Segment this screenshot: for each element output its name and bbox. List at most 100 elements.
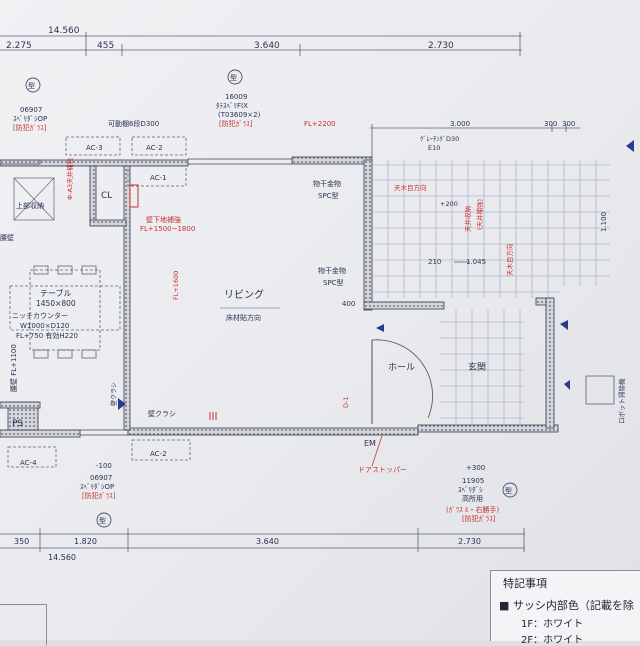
- wall-clear-label: 壁クラシ: [110, 382, 118, 406]
- svg-text:-100: -100: [96, 462, 112, 470]
- dim-3000: 3.000: [450, 120, 470, 128]
- overhead-storage-label: 上部収納: [16, 201, 44, 210]
- special-notes-box: 特記事項 ■ サッシ内部色（記載を除 1F：ホワイト 2F：ホワイト: [490, 570, 640, 646]
- notes-line-1f: 1F：ホワイト: [521, 619, 584, 630]
- bottom-dim-3: 3.640: [256, 537, 279, 546]
- waist-wall-fl: 腰壁 FL+1100: [9, 344, 18, 392]
- notes-title: 特記事項: [503, 577, 547, 590]
- hanger-top-label: 物干金物: [313, 179, 341, 188]
- svg-text:型: 型: [505, 486, 512, 495]
- window-callout-bottom-right: +300 11905 ｽﾍﾞﾘﾀﾞｼ 高所用 (ｶﾞﾗｽ ﾙ・右勝手) [防犯ｶ…: [446, 464, 518, 523]
- window-callout-top-left: 型 06907 ｽﾍﾞﾘﾀﾞｼOP [防犯ｶﾞﾗｽ]: [13, 77, 47, 132]
- gutter-label: ｸﾞﾚｰﾁﾝｸﾞD30: [420, 135, 459, 143]
- svg-text:型: 型: [230, 73, 237, 82]
- upper-storage-box: [13, 177, 55, 221]
- hanger-top-type: SPC型: [318, 191, 339, 200]
- entrance-label: 玄関: [468, 361, 486, 373]
- bottom-dim-1: 350: [14, 537, 29, 546]
- entrance-tile-grid: [440, 310, 525, 424]
- svg-text:(ｶﾞﾗｽ ﾙ・右勝手): (ｶﾞﾗｽ ﾙ・右勝手): [446, 505, 499, 514]
- plus200-label: +200: [440, 200, 458, 208]
- top-dimensions: [0, 32, 522, 56]
- svg-text:[防犯ｶﾞﾗｽ]: [防犯ｶﾞﾗｽ]: [13, 123, 47, 132]
- ac4-label: AC-4: [20, 459, 37, 467]
- svg-text:[防犯ｶﾞﾗｽ]: [防犯ｶﾞﾗｽ]: [82, 491, 116, 500]
- dim-210: 210: [428, 258, 441, 266]
- ceiling-reinforce-label: Φ-A3天井補強: [65, 157, 74, 200]
- svg-text:1450×800: 1450×800: [36, 299, 76, 308]
- bottom-dim-2: 1.820: [74, 537, 97, 546]
- svg-text:16009: 16009: [225, 93, 247, 101]
- svg-text:+300: +300: [466, 464, 485, 472]
- top-dim-4: 2.730: [428, 41, 454, 51]
- ac2-bottom-label: AC-2: [150, 450, 167, 458]
- top-dim-1: 2.275: [6, 41, 32, 51]
- cl-label: CL: [101, 191, 112, 201]
- exterior-walls: [0, 156, 559, 438]
- wood-dir-1: 天木目方向: [394, 183, 427, 192]
- fl2200-label: FL+2200: [304, 120, 336, 128]
- right-1100-dim: 1.100: [600, 212, 608, 232]
- ceiling-storage-note: 天井収納: [463, 206, 472, 232]
- floor-ticks: [209, 412, 217, 420]
- svg-text:W1000×D120: W1000×D120: [20, 322, 69, 330]
- svg-text:[防犯ｶﾞﾗｽ]: [防犯ｶﾞﾗｽ]: [219, 119, 253, 128]
- ps-label: PS: [12, 419, 23, 429]
- svg-text:ｽﾍﾞﾘﾀﾞｼOP: ｽﾍﾞﾘﾀﾞｼOP: [80, 483, 114, 491]
- door-stopper-label: ドアストッパー: [358, 466, 407, 474]
- movable-shelf-label: 可動棚6段D300: [108, 119, 159, 128]
- svg-text:型: 型: [99, 516, 106, 525]
- dim-300a: 300: [544, 120, 557, 128]
- kakiguchi-label: 壁クラシ: [148, 409, 176, 418]
- svg-text:(T03609×2): (T03609×2): [218, 111, 261, 119]
- top-dim-2: 455: [97, 41, 114, 51]
- hanger-mid-label: 物干金物: [318, 266, 346, 275]
- waist-wall-top: 腰壁: [0, 233, 14, 242]
- living-ceiling-note: FL+1600: [172, 271, 180, 300]
- bottom-dimensions: [0, 528, 525, 552]
- svg-text:FL+750 有効H220: FL+750 有効H220: [16, 331, 78, 340]
- wall-reinforce-fl: FL+1500~1800: [140, 225, 195, 233]
- ac2-top-label: AC-2: [146, 144, 163, 152]
- hall-label: ホール: [388, 362, 415, 373]
- svg-text:ｽﾍﾞﾘﾀﾞｼOP: ｽﾍﾞﾘﾀﾞｼOP: [13, 115, 47, 123]
- d1-label: D-1: [342, 397, 350, 409]
- door-swing: [371, 339, 433, 419]
- svg-text:06907: 06907: [90, 474, 112, 482]
- bottom-total-dim: 14.560: [48, 553, 76, 562]
- wall-reinforce-label: 壁下地補強: [146, 215, 181, 224]
- floor-direction-label: 床材貼方向: [226, 313, 261, 322]
- svg-text:[防犯ｶﾞﾗｽ]: [防犯ｶﾞﾗｽ]: [462, 514, 496, 523]
- e10-label: E10: [428, 144, 440, 152]
- svg-text:06907: 06907: [20, 106, 42, 114]
- notes-line-sash: ■ サッシ内部色（記載を除: [499, 599, 634, 612]
- window-openings: [0, 158, 293, 436]
- window-callout-top-center: 型 16009 ﾀﾃｽﾍﾞﾘFIX (T03609×2) [防犯ｶﾞﾗｽ]: [216, 69, 261, 128]
- right-top-dimensions: [370, 124, 580, 160]
- section-markers: [118, 140, 634, 410]
- svg-text:ﾀﾃｽﾍﾞﾘFIX: ﾀﾃｽﾍﾞﾘFIX: [216, 102, 248, 110]
- bottom-dim-4: 2.730: [458, 537, 481, 546]
- dining-chairs: [33, 265, 97, 359]
- ac1-label: AC-1: [150, 174, 167, 182]
- ac-units: [7, 136, 191, 468]
- top-total-dim: 14.560: [48, 26, 80, 36]
- svg-text:ニッチカウンター: ニッチカウンター: [12, 311, 68, 320]
- living-room-label: リビング: [224, 288, 264, 301]
- notes-line-2f: 2F：ホワイト: [521, 635, 584, 646]
- window-callout-bottom-left: -100 06907 ｽﾍﾞﾘﾀﾞｼOP [防犯ｶﾞﾗｽ] 型: [80, 462, 116, 528]
- dining-table: テーブル 1450×800 ニッチカウンター W1000×D120 FL+750…: [12, 288, 78, 340]
- robot-base: [585, 375, 615, 405]
- svg-text:高所用: 高所用: [462, 494, 483, 503]
- dim-300b: 300: [562, 120, 575, 128]
- em-label: EM: [364, 439, 376, 448]
- svg-text:11905: 11905: [462, 477, 484, 485]
- robot-cleaner-label: ロボット掃除機: [617, 378, 626, 424]
- ac3-label: AC-3: [86, 144, 103, 152]
- wood-dir-2: 天木目方向: [505, 244, 514, 277]
- tiled-deck-grid: [372, 160, 610, 298]
- dim-1045: 1.045: [466, 258, 486, 266]
- svg-text:ｽﾍﾞﾘﾀﾞｼ: ｽﾍﾞﾘﾀﾞｼ: [458, 486, 483, 494]
